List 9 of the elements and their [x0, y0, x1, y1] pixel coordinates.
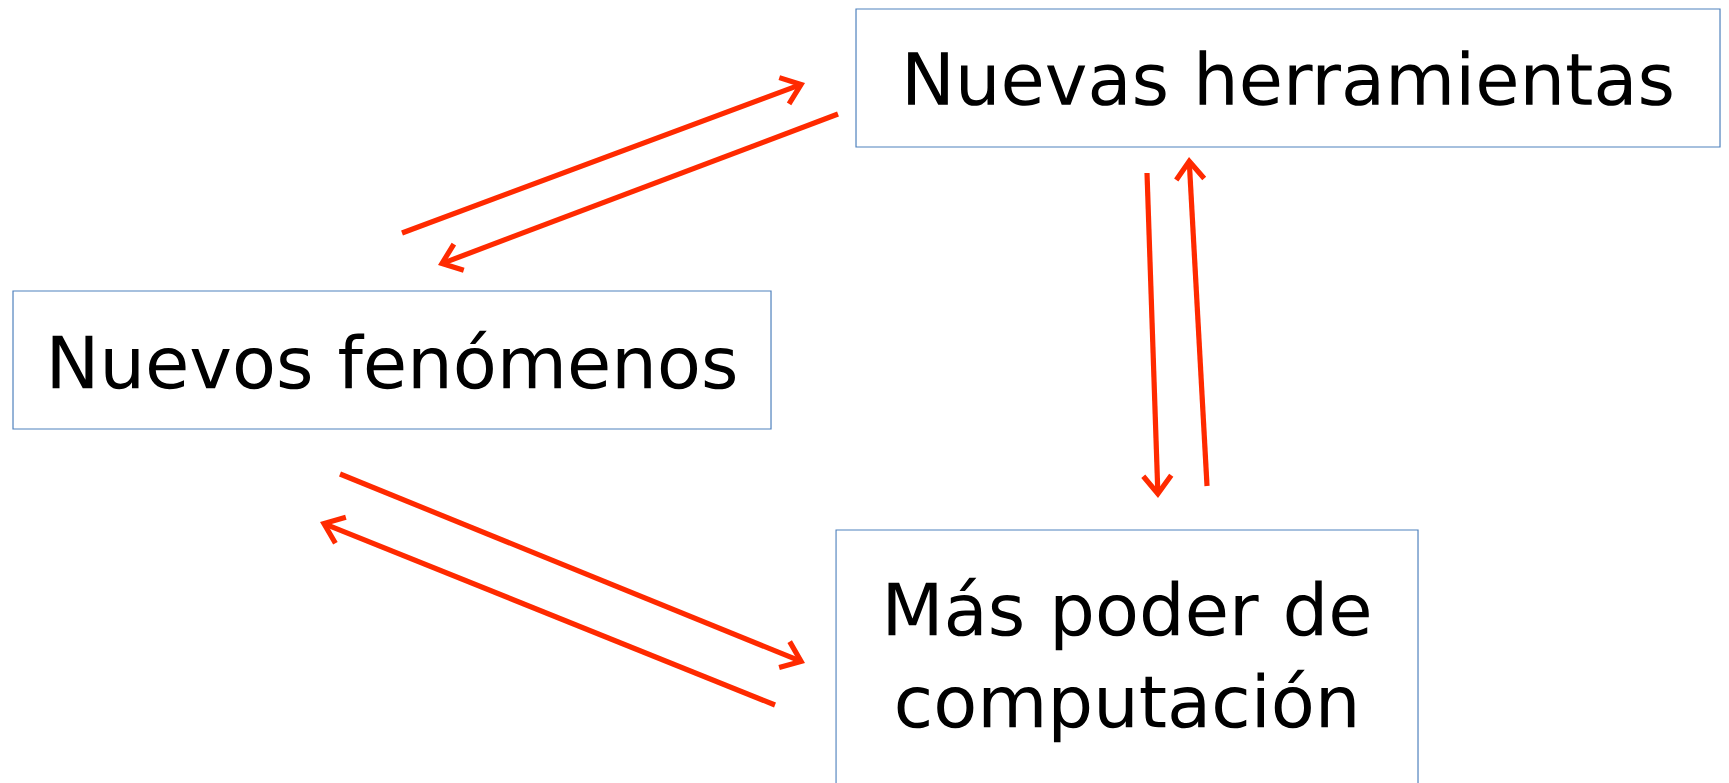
text-box: Nuevos fenómenos	[12, 290, 772, 430]
text-box: Nuevas herramientas	[855, 8, 1721, 148]
arrow	[339, 471, 805, 671]
arrow	[1141, 172, 1174, 498]
text-box: Más poder de computación	[835, 529, 1419, 783]
arrow	[401, 75, 805, 236]
arrow	[320, 514, 776, 708]
arrow	[1174, 157, 1210, 487]
arrow	[438, 111, 839, 273]
